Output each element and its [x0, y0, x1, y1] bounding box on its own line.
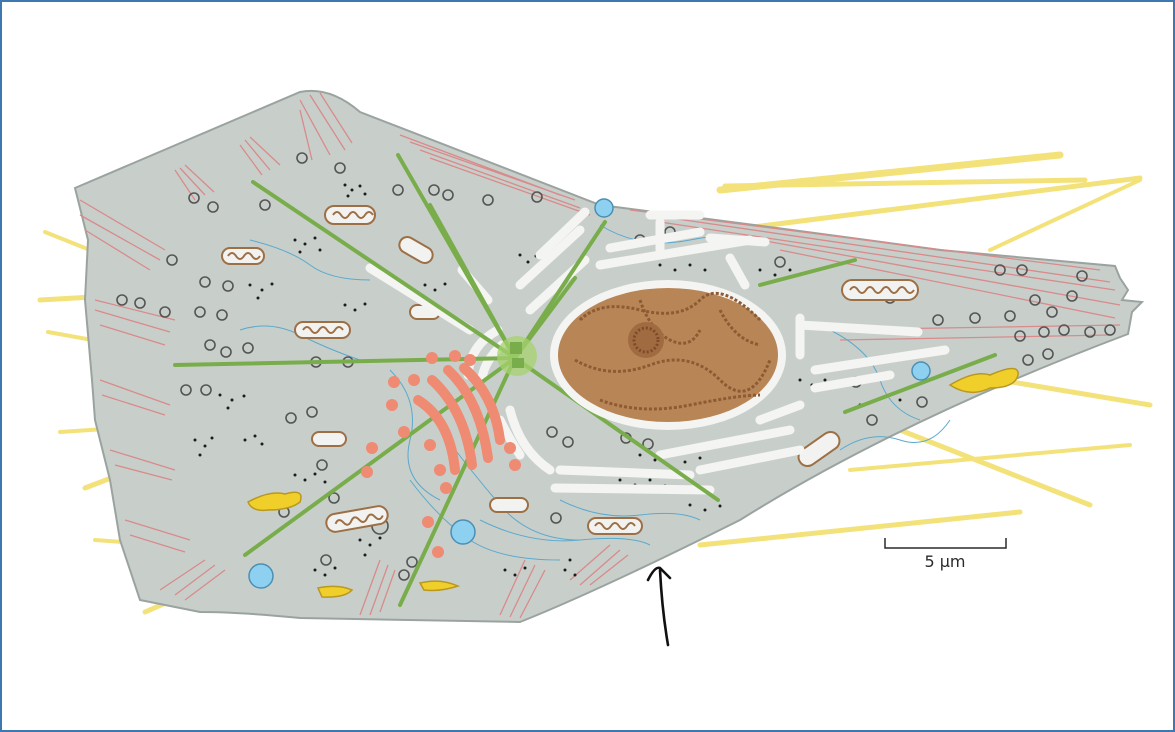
- mitochondrion: [294, 321, 351, 339]
- mitochondrion: [587, 517, 643, 535]
- chromatin: [574, 291, 772, 411]
- centrosome: [497, 336, 537, 376]
- scale-bar-label: 5 µm: [924, 552, 965, 571]
- mitochondrion: [841, 279, 919, 301]
- mitochondria: [221, 205, 919, 535]
- mitochondrion: [398, 236, 434, 264]
- scale-bar: [884, 538, 1007, 549]
- lysosomes: [248, 198, 931, 589]
- endosomes: [247, 367, 1019, 598]
- mitochondrion: [311, 431, 347, 447]
- mitochondrion: [325, 505, 389, 533]
- annotation-arrow: [646, 566, 672, 647]
- mitochondrion: [324, 205, 376, 225]
- golgi-apparatus: [361, 350, 521, 558]
- mitochondrion: [489, 497, 529, 513]
- ribosomes: [193, 183, 902, 577]
- nucleus: [550, 280, 786, 430]
- nucleolus: [628, 322, 664, 358]
- mitochondrion: [797, 430, 841, 468]
- mitochondrion: [221, 247, 265, 265]
